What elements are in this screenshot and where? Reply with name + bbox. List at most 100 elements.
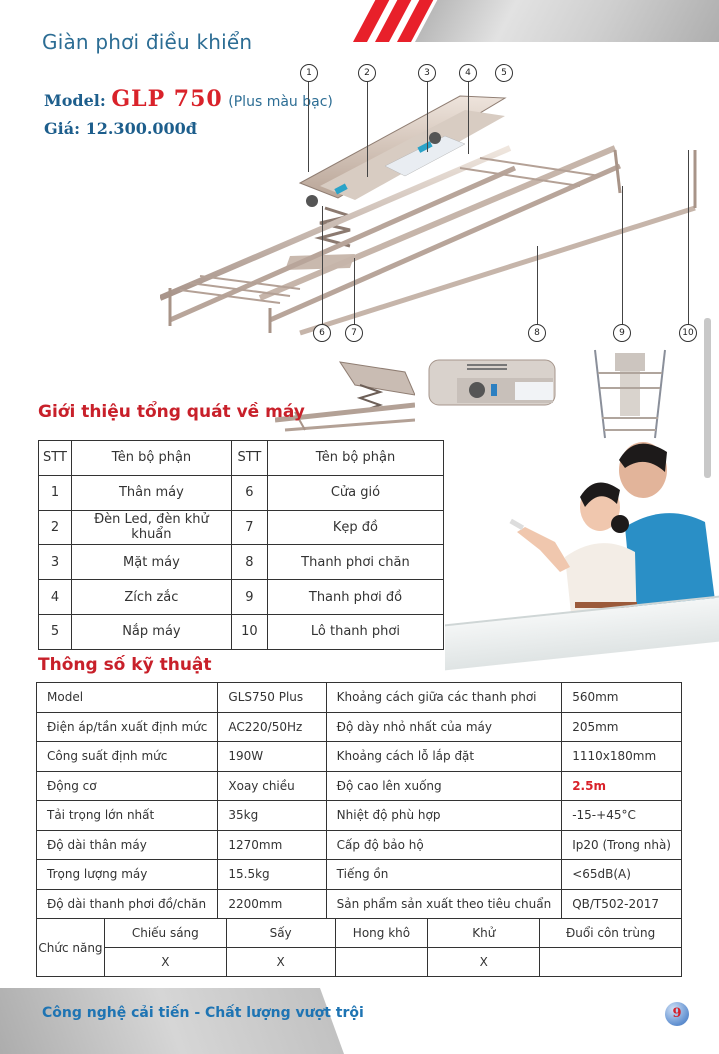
function-marks-row: X X X: [37, 947, 682, 977]
table-row: Model GLS750 Plus Khoảng cách giữa các t…: [35, 682, 682, 713]
function-name: Sấy: [225, 918, 336, 948]
table-header-row: STT Tên bộ phận STT Tên bộ phận: [38, 440, 445, 476]
spec-value: 205mm: [561, 711, 682, 742]
header-cell: Tên bộ phận: [266, 440, 445, 476]
callout-9: 9: [613, 324, 631, 342]
function-mark: X: [103, 947, 227, 977]
table-row: Động cơ Xoay chiều Độ cao lên xuống 2.5m: [35, 770, 682, 801]
spec-label: Độ dài thân máy: [35, 829, 219, 860]
spec-label: Độ dày nhỏ nhất của máy: [325, 711, 563, 742]
table-row: 2 Đèn Led, đèn khử khuẩn 7 Kẹp đồ: [38, 509, 445, 546]
drying-rack-illustration: [158, 95, 697, 336]
leader-line: [308, 82, 309, 172]
part-name: Cửa gió: [266, 474, 445, 511]
price-value: 12.300.000đ: [85, 119, 197, 138]
spec-label: Khoảng cách lỗ lắp đặt: [325, 741, 563, 772]
leader-line: [468, 82, 469, 154]
table-row: Điện áp/tần xuất định mức AC220/50Hz Độ …: [35, 711, 682, 742]
part-number: 9: [230, 579, 268, 615]
price-label: Giá:: [44, 119, 81, 138]
function-name: Chiếu sáng: [103, 918, 227, 948]
spec-label: Tải trọng lớn nhất: [35, 800, 219, 831]
spec-value: <65dB(A): [561, 859, 682, 890]
table-row: Độ dài thân máy 1270mm Cấp độ bảo hộ Ip2…: [35, 829, 682, 860]
table-row: 4 Zích zắc 9 Thanh phơi đồ: [38, 579, 445, 615]
spec-label: Sản phẩm sản xuất theo tiêu chuẩn: [325, 888, 563, 919]
specs-table: Model GLS750 Plus Khoảng cách giữa các t…: [35, 682, 682, 919]
leader-line: [322, 206, 323, 326]
fan-panel-thumbnail: [428, 359, 556, 406]
functions-label: Chức năng: [36, 918, 105, 977]
callout-2: 2: [358, 64, 376, 82]
spec-value: QB/T502-2017: [561, 888, 682, 919]
callout-1: 1: [300, 64, 318, 82]
part-name: Mặt máy: [70, 544, 232, 581]
table-row: Tải trọng lớn nhất 35kg Nhiệt độ phù hợp…: [35, 800, 682, 831]
part-number: 8: [230, 544, 268, 581]
part-number: 7: [230, 509, 268, 546]
spec-value: -15-+45°C: [561, 800, 682, 831]
part-name: Nắp máy: [70, 613, 232, 650]
spec-value: 560mm: [561, 682, 682, 713]
front-view-thumbnail: [594, 349, 666, 439]
spec-value-highlight: 2.5m: [561, 770, 682, 801]
leader-line: [622, 186, 623, 326]
table-row: Công suất định mức 190W Khoảng cách lỗ l…: [35, 741, 682, 772]
part-name: Zích zắc: [70, 579, 232, 615]
scrollbar-thumb[interactable]: [704, 318, 711, 478]
function-mark: X: [427, 947, 541, 977]
spec-label: Điện áp/tần xuất định mức: [35, 711, 219, 742]
callout-4: 4: [459, 64, 477, 82]
spec-value: Xoay chiều: [217, 770, 327, 801]
callout-5: 5: [495, 64, 513, 82]
table-row: Độ dài thanh phơi đồ/chăn 2200mm Sản phẩ…: [35, 888, 682, 919]
spec-label: Khoảng cách giữa các thanh phơi: [325, 682, 563, 713]
part-number: 4: [38, 579, 72, 615]
function-mark: [334, 947, 429, 977]
function-name: Đuổi côn trùng: [539, 918, 682, 948]
callout-3: 3: [418, 64, 436, 82]
page-title: Giàn phơi điều khiển: [42, 30, 253, 54]
leader-line: [367, 82, 368, 177]
table-row: 1 Thân máy 6 Cửa gió: [38, 474, 445, 511]
parts-table: STT Tên bộ phận STT Tên bộ phận 1 Thân m…: [38, 440, 445, 650]
leader-line: [427, 82, 428, 152]
spec-label: Trọng lượng máy: [35, 859, 219, 890]
part-name: Thanh phơi chăn: [266, 544, 445, 581]
metal-band: [415, 0, 719, 42]
spec-label: Tiếng ồn: [325, 859, 563, 890]
part-name: Kẹp đồ: [266, 509, 445, 546]
part-number: 5: [38, 613, 72, 650]
callout-10: 10: [679, 324, 697, 342]
leader-line: [354, 258, 355, 326]
spec-label: Độ dài thanh phơi đồ/chăn: [35, 888, 219, 919]
leader-line: [537, 246, 538, 326]
header-cell: STT: [230, 440, 268, 476]
product-diagram: 1 2 3 4 5 6 7 8 9 10: [158, 58, 719, 348]
model-label: Model:: [44, 91, 106, 110]
footer-slogan: Công nghệ cải tiến - Chất lượng vượt trộ…: [42, 1005, 364, 1021]
header-cell: Tên bộ phận: [70, 440, 232, 476]
callout-7: 7: [345, 324, 363, 342]
metal-band: [0, 988, 345, 1054]
part-number: 1: [38, 474, 72, 511]
model-note: (Plus màu bạc): [228, 94, 333, 110]
spec-label: Công suất định mức: [35, 741, 219, 772]
header-decoration: [345, 0, 719, 42]
spec-label: Động cơ: [35, 770, 219, 801]
function-mark: [539, 947, 682, 977]
function-names-row: Chức năng Chiếu sáng Sấy Hong khô Khử Đu…: [36, 918, 682, 977]
specs-title: Thông số kỹ thuật: [38, 655, 212, 675]
spec-value: 35kg: [217, 800, 327, 831]
part-name: Lô thanh phơi: [266, 613, 445, 650]
part-number: 3: [38, 544, 72, 581]
spec-label: Cấp độ bảo hộ: [325, 829, 563, 860]
function-name: Hong khô: [334, 918, 429, 948]
function-mark: X: [225, 947, 336, 977]
spec-label: Model: [35, 682, 219, 713]
footer-decoration: [0, 988, 345, 1054]
spec-value: 2200mm: [217, 888, 327, 919]
leader-line: [688, 150, 689, 326]
part-number: 2: [38, 509, 72, 546]
callout-6: 6: [313, 324, 331, 342]
